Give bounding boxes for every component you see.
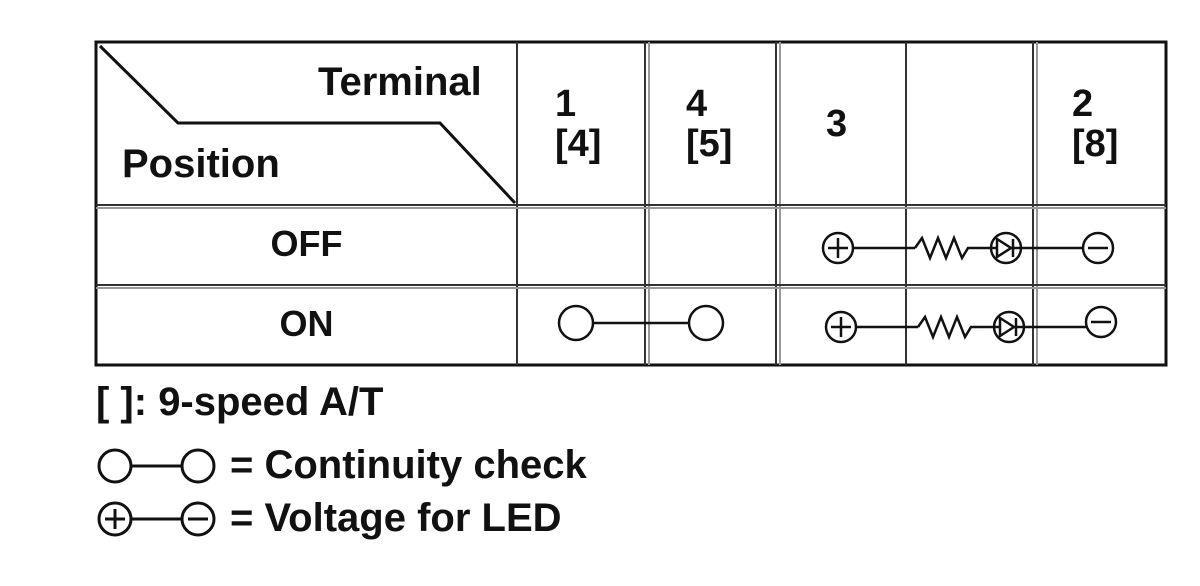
off-voltage-connection [821, 231, 1115, 265]
minus-circle-icon [1081, 231, 1115, 265]
position-label: Position [122, 142, 280, 186]
continuity-legend-text: = Continuity check [230, 443, 587, 487]
legend-continuity: = Continuity check [96, 443, 587, 488]
open-circle-icon [687, 304, 725, 342]
terminal-label: Terminal [318, 60, 482, 104]
row-dividers [96, 204, 1166, 289]
column-header-2: 4 [5] [686, 84, 732, 164]
on-voltage-connection [824, 305, 1118, 344]
voltage-symbol-icon [97, 501, 216, 536]
column-header-3: 3 [826, 104, 847, 144]
legend-voltage: = Voltage for LED [96, 496, 562, 541]
table-frame [94, 40, 1168, 367]
voltage-legend-text: = Voltage for LED [230, 496, 562, 540]
terminal-number: 4 [686, 83, 708, 125]
resistor-icon [913, 234, 978, 262]
minus-circle-icon [1084, 305, 1118, 339]
plus-circle-icon [824, 310, 858, 344]
row-label-on: ON [279, 303, 334, 344]
led-diode-icon [992, 310, 1026, 344]
led-diode-icon [989, 231, 1023, 265]
terminal-number-9at: [5] [686, 123, 733, 165]
terminal-number-9at: [8] [1072, 123, 1119, 165]
legend-bracket-note: [ ]: 9-speed A/T [96, 380, 383, 425]
continuity-symbol-icon [97, 448, 216, 483]
column-dividers [516, 42, 1038, 365]
terminal-number: 2 [1072, 83, 1094, 125]
plus-circle-icon [821, 231, 855, 265]
column-header-5: 2 [8] [1072, 84, 1118, 164]
on-continuity-connection [557, 304, 725, 342]
open-circle-icon [557, 304, 595, 342]
terminal-number: 1 [555, 83, 577, 125]
terminal-number: 3 [826, 103, 848, 145]
column-header-1: 1 [4] [555, 84, 601, 164]
terminal-number-9at: [4] [555, 123, 602, 165]
bracket-note-text: [ ]: 9-speed A/T [96, 380, 384, 424]
row-label-off: OFF [270, 223, 343, 264]
resistor-icon [916, 313, 981, 341]
corner-divider-line [98, 44, 517, 205]
